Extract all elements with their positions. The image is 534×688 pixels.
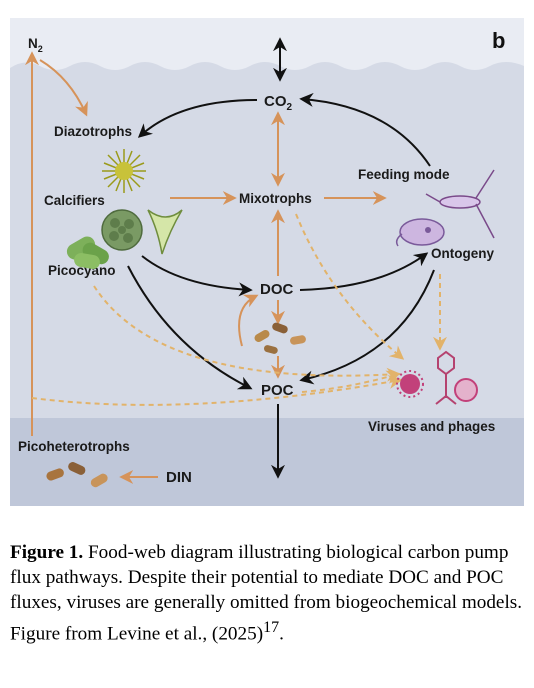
n2-text: N <box>28 36 38 51</box>
picoheterotrophs-label: Picoheterotrophs <box>18 439 130 454</box>
doc-label: DOC <box>260 281 294 298</box>
mixotroph-illustration <box>395 218 445 247</box>
food-web-diagram: b N2 CO2 Diazotrophs Calcifiers Picocyan… <box>10 18 524 506</box>
respiration-to-co2-arrow <box>299 92 431 167</box>
calcifiers-label: Calcifiers <box>44 193 105 208</box>
diazotroph-illustration <box>102 149 146 193</box>
din-label: DIN <box>166 469 192 486</box>
water-body <box>10 62 524 506</box>
n2-to-diazotrophs-arrow <box>39 59 88 117</box>
picocyano-to-poc-arrow <box>127 265 253 390</box>
co2-subscript: 2 <box>287 102 293 113</box>
picocyano-to-doc-arrow <box>141 255 253 297</box>
figure-caption: Figure 1. Food-web diagram illustrating … <box>10 540 524 646</box>
doc-to-ontogeny-arrow <box>299 252 429 291</box>
caption-label: Figure 1. <box>10 542 84 563</box>
n2-label: N2 <box>28 36 43 54</box>
feeding-mode-label: Feeding mode <box>358 167 450 182</box>
virus-particles-illustration <box>396 350 478 405</box>
bacteria-cluster-illustration <box>254 322 306 354</box>
picocyano-to-viruses-dashed-arrow <box>93 285 401 382</box>
viruses-label: Viruses and phages <box>368 419 495 434</box>
mixotrophs-to-viruses-dashed-arrow <box>295 213 405 360</box>
caption-reference: 17 <box>263 619 280 636</box>
bacteria-to-doc-curve-arrow <box>238 294 259 347</box>
n2-subscript: 2 <box>38 44 43 54</box>
coccolithophore-illustration <box>101 209 143 251</box>
co2-text: CO <box>264 93 287 110</box>
co2-label: CO2 <box>264 93 293 113</box>
poc-label: POC <box>261 382 294 399</box>
deep-water-band <box>10 418 524 506</box>
panel-label: b <box>492 28 505 53</box>
ontogeny-label: Ontogeny <box>431 246 494 261</box>
picohet-to-viruses-dashed-arrow <box>31 375 403 406</box>
poc-to-viruses-dashed-arrow <box>301 370 401 393</box>
caption-end: . <box>279 623 284 645</box>
co2-to-diazotrophs-arrow <box>137 99 258 138</box>
picocyano-label: Picocyano <box>48 263 116 278</box>
diazotrophs-label: Diazotrophs <box>54 124 132 139</box>
mixotrophs-label: Mixotrophs <box>239 191 312 206</box>
caption-text: Food-web diagram illustrating biological… <box>10 542 523 645</box>
picoheterotroph-illustration <box>46 462 108 488</box>
copepod-illustration <box>425 169 495 239</box>
picocyano-illustration <box>66 236 109 270</box>
diatom-illustration <box>147 209 183 255</box>
